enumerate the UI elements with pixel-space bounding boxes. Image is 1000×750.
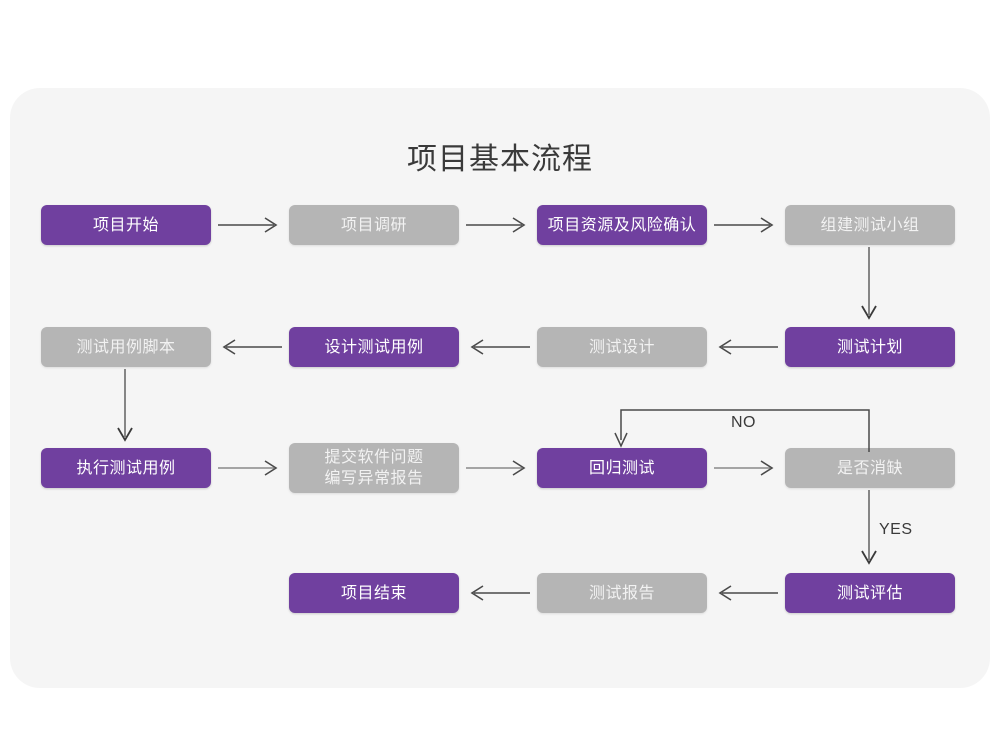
node-regression-test[interactable]: 回归测试 <box>537 448 707 488</box>
node-test-design[interactable]: 测试设计 <box>537 327 707 367</box>
node-label: 提交软件问题 编写异常报告 <box>324 449 424 487</box>
node-design-test-cases[interactable]: 设计测试用例 <box>289 327 459 367</box>
edge-label-no: NO <box>731 414 756 431</box>
node-label: 执行测试用例 <box>76 459 176 477</box>
node-label: 回归测试 <box>588 459 655 477</box>
node-test-report[interactable]: 测试报告 <box>537 573 707 613</box>
node-defect-resolved[interactable]: 是否消缺 <box>785 448 955 488</box>
node-resource-risk-confirm[interactable]: 项目资源及风险确认 <box>537 205 707 245</box>
node-execute-test-cases[interactable]: 执行测试用例 <box>41 448 211 488</box>
node-test-evaluation[interactable]: 测试评估 <box>785 573 955 613</box>
node-label: 组建测试小组 <box>820 216 920 234</box>
page-title: 项目基本流程 <box>407 143 593 176</box>
node-label: 是否消缺 <box>836 459 903 477</box>
node-test-case-script[interactable]: 测试用例脚本 <box>41 327 211 367</box>
node-label: 项目调研 <box>340 216 407 234</box>
node-label: 测试评估 <box>836 584 903 602</box>
node-label: 设计测试用例 <box>324 338 424 356</box>
node-label: 测试设计 <box>588 338 655 356</box>
node-submit-issues-report[interactable]: 提交软件问题 编写异常报告 <box>289 443 459 493</box>
node-project-start[interactable]: 项目开始 <box>41 205 211 245</box>
node-form-test-team[interactable]: 组建测试小组 <box>785 205 955 245</box>
node-label: 项目资源及风险确认 <box>547 216 697 234</box>
edge-label-yes: YES <box>879 521 913 538</box>
node-label: 项目结束 <box>340 584 407 602</box>
node-label: 测试报告 <box>588 584 655 602</box>
node-label: 测试用例脚本 <box>76 338 176 356</box>
node-project-end[interactable]: 项目结束 <box>289 573 459 613</box>
node-label: 测试计划 <box>836 338 903 356</box>
node-label: 项目开始 <box>92 216 159 234</box>
node-test-plan[interactable]: 测试计划 <box>785 327 955 367</box>
node-project-research[interactable]: 项目调研 <box>289 205 459 245</box>
